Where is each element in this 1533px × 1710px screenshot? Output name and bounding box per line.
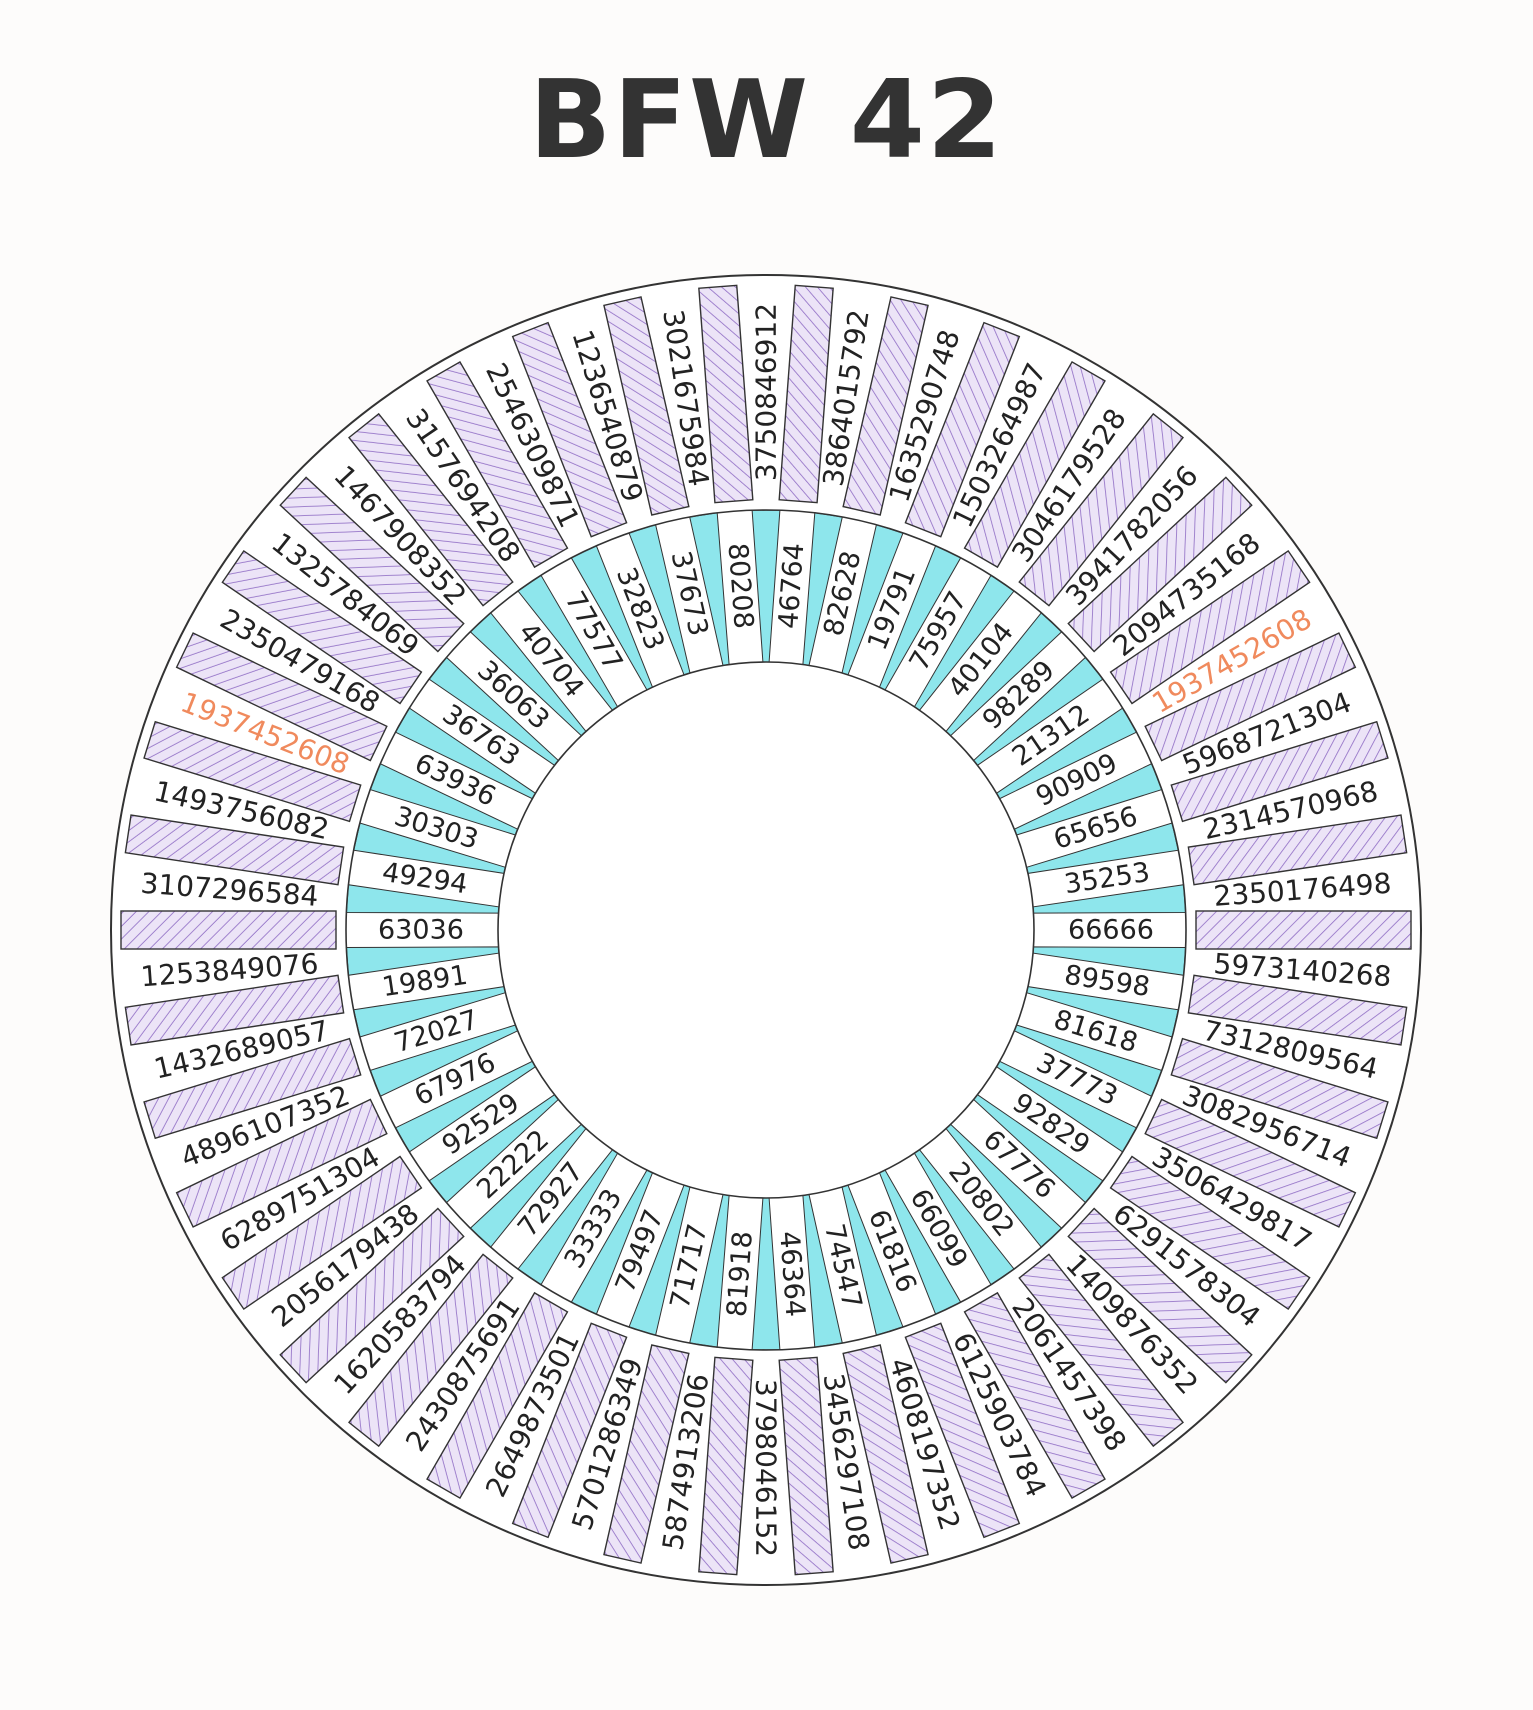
hatched-bar — [1109, 1155, 1311, 1311]
hatched-bar — [426, 1291, 569, 1500]
outer-number: 3798046152 — [750, 1379, 783, 1557]
hatched-bar — [1195, 910, 1412, 950]
hatched-bar — [124, 814, 345, 886]
hatched-bar — [778, 1356, 834, 1576]
hatched-bar — [698, 1356, 754, 1576]
hatched-bar — [1170, 1037, 1389, 1140]
hatched-bar — [221, 549, 423, 705]
inner-number: 46364 — [773, 1230, 810, 1318]
hatched-bar — [120, 910, 337, 950]
hatched-bar — [1018, 1253, 1184, 1448]
hatched-bar — [1067, 476, 1253, 653]
hatched-bar — [904, 321, 1021, 538]
hatched-bar — [842, 296, 929, 516]
outer-segment: 3798046152 — [698, 1356, 783, 1576]
inner-number: 46764 — [773, 542, 810, 630]
hatched-bar — [842, 1344, 929, 1564]
inner-segment: 46764 — [773, 512, 843, 667]
hatched-bar — [143, 720, 362, 823]
hatched-bar — [1144, 1098, 1357, 1228]
center-hole — [497, 661, 1035, 1199]
hatched-bar — [1170, 720, 1389, 823]
hatched-bar — [1187, 974, 1408, 1046]
hatched-bar — [348, 1253, 514, 1448]
hatched-bar — [348, 412, 514, 607]
hatched-bar — [603, 1344, 690, 1564]
hatched-bar — [1067, 1207, 1253, 1384]
inner-segment: 82628 — [818, 524, 904, 676]
hatched-bar — [511, 321, 628, 538]
inner-number: 66666 — [1068, 915, 1154, 946]
hatched-bar — [1144, 632, 1357, 762]
inner-segment: 63036 — [345, 884, 500, 946]
hatched-bar — [221, 1155, 423, 1311]
inner-number: 63036 — [378, 915, 464, 946]
hatched-bar — [1018, 412, 1184, 607]
hatched-bar — [175, 1098, 388, 1228]
inner-segment: 46364 — [751, 1197, 810, 1351]
inner-segment: 81918 — [689, 1193, 759, 1348]
outer-segment: 5973140268 — [1187, 947, 1408, 1046]
hatched-bar — [698, 284, 754, 504]
hatched-bar — [963, 360, 1106, 569]
middle-ring-border — [345, 509, 1187, 1351]
hatched-bar — [963, 1291, 1106, 1500]
hatched-bar — [143, 1037, 362, 1140]
hatched-bar — [511, 1322, 628, 1539]
hatched-bar — [904, 1322, 1021, 1539]
inner-number: 80208 — [722, 542, 759, 630]
inner-segment: 66666 — [1032, 915, 1187, 976]
hatched-bar — [603, 296, 690, 516]
outer-number: 3750846912 — [750, 303, 783, 481]
inner-segment: 89598 — [1026, 960, 1179, 1038]
outer-segment: 3750846912 — [750, 284, 834, 504]
hatched-bar — [778, 284, 834, 504]
hatched-bar — [1187, 814, 1408, 886]
inner-number: 81918 — [722, 1230, 759, 1318]
hatched-bar — [279, 1207, 465, 1384]
hatched-bar — [124, 974, 345, 1046]
hatched-bar — [1109, 549, 1311, 705]
hatched-bar — [426, 360, 569, 569]
hatched-bar — [175, 632, 388, 762]
hatched-bar — [279, 476, 465, 653]
page-title: BFW 42 — [528, 58, 1005, 183]
